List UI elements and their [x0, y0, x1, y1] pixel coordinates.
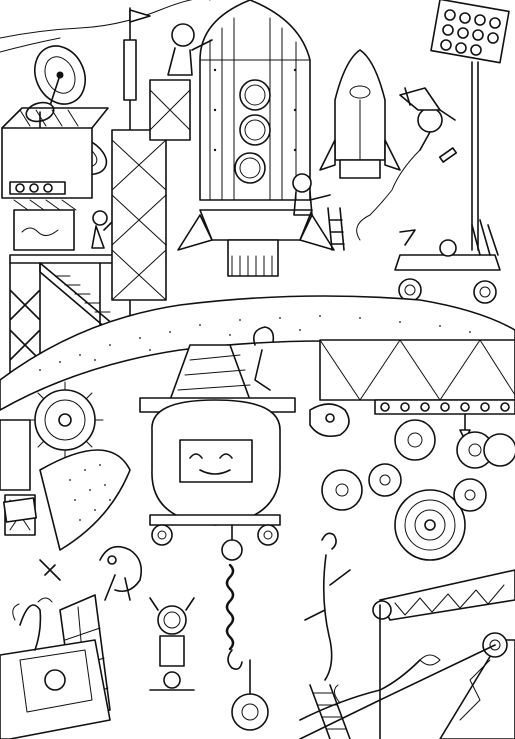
flowering-vine — [299, 654, 441, 721]
hanging-rope-hook — [221, 524, 243, 670]
machine-box — [0, 597, 111, 739]
alien-creature-2 — [252, 326, 275, 391]
bunting-string — [0, 0, 211, 53]
pulley-wheel — [231, 659, 269, 731]
tall-ladder — [309, 684, 351, 739]
control-booth — [1, 107, 109, 251]
satellite-dish-large — [34, 45, 86, 119]
space-shuttle — [319, 49, 401, 179]
rocket — [177, 0, 335, 277]
floating-astronaut — [356, 87, 456, 241]
truss-conveyor — [319, 339, 515, 441]
sign-board-left — [2, 497, 61, 581]
lunar-rover — [394, 219, 501, 304]
mechanic-with-wrench — [292, 173, 345, 251]
alien-creature-1 — [99, 545, 143, 601]
worker-with-hammer — [91, 210, 121, 249]
stretching-alien — [304, 532, 351, 681]
floodlight — [430, 0, 510, 251]
pilot-on-rocket — [167, 23, 213, 76]
gear-left — [26, 381, 104, 459]
alien-creature-3 — [309, 403, 350, 438]
gear-cluster — [321, 419, 515, 561]
moon-bridge — [0, 295, 515, 411]
bug-robot — [149, 597, 195, 691]
crane-arm — [372, 569, 515, 739]
dotted-hill — [39, 449, 131, 551]
lower-crane-boom — [299, 632, 515, 739]
sphere-capsule — [149, 399, 281, 546]
flashlight — [438, 147, 458, 163]
antenna-tower — [111, 7, 191, 301]
